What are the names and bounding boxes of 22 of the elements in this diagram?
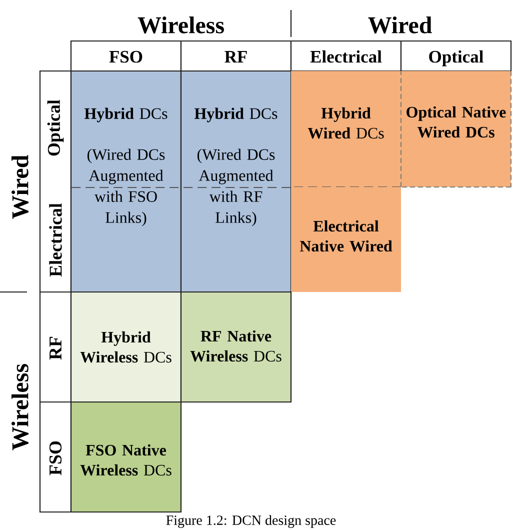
column-header: RF (180, 40, 292, 72)
group-label: Wired (12, 155, 28, 219)
category-cell: Hybrid Wired DCs (290, 71, 402, 188)
category-cell: FSO Native Wireless DCs (70, 401, 182, 513)
group-label: Wireless (138, 16, 224, 34)
column-header: Optical (400, 40, 512, 72)
column-header: Electrical (290, 40, 402, 72)
category-cell: Electrical Native Wired (291, 187, 401, 292)
row-header: FSO (39, 401, 72, 513)
row-header: Optical Electrical (39, 70, 72, 293)
category-cell: Hybrid DCs (Wired DCs Augmented with FSO Links) (70, 70, 182, 293)
caption: Figure 1.2: DCN design space (166, 515, 336, 528)
category-cell: Hybrid Wireless DCs (70, 291, 182, 403)
group-label: Wireless (12, 364, 28, 450)
row-header: RF (39, 291, 72, 403)
category-cell: RF Native Wireless DCs (180, 291, 292, 403)
node-label: Hybrid Wired DCs (308, 107, 384, 139)
category-cell: Optical Native Wired DCs (400, 70, 512, 188)
group-label: Wired (368, 16, 432, 34)
column-header: FSO (70, 40, 182, 72)
category-cell: Hybrid DCs (Wired DCs Augmented with RF Links) (180, 70, 292, 293)
node-label: Electrical Native Wired (300, 220, 392, 252)
